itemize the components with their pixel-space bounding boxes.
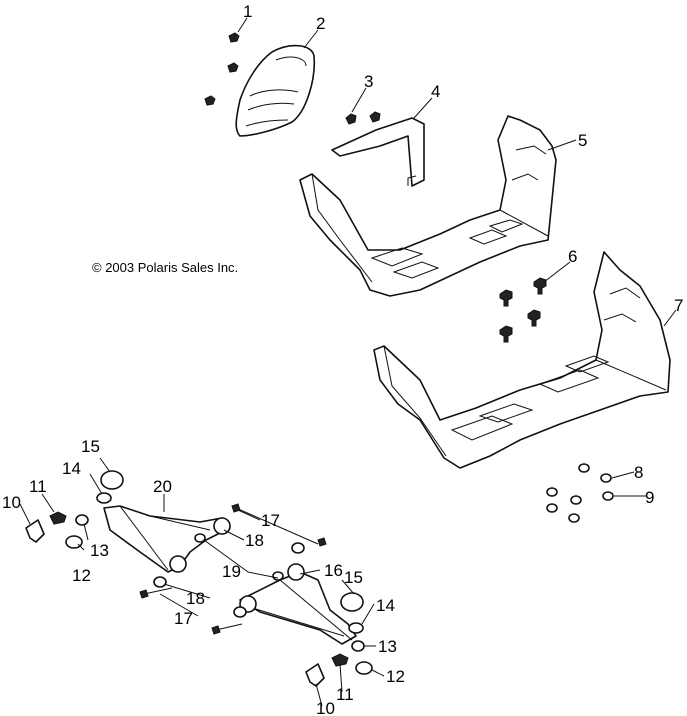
part-bracket-4 — [331, 117, 425, 187]
part-bolt-6 — [499, 277, 547, 343]
part-side-cover-2 — [235, 44, 316, 137]
part-footwell-5 — [299, 115, 557, 297]
callout-11-right: 11 — [336, 685, 354, 704]
copyright-text: © 2003 Polaris Sales Inc. — [92, 260, 238, 275]
part-screw-1 — [204, 32, 240, 106]
part-washer-13 — [75, 514, 365, 652]
part-bolt-3 — [345, 111, 381, 125]
callout-2: 2 — [316, 14, 325, 33]
callout-5: 5 — [578, 131, 587, 150]
part-nut-11 — [49, 511, 349, 667]
callout-17-left: 17 — [174, 609, 193, 628]
callout-3: 3 — [364, 72, 373, 91]
callout-1: 1 — [243, 2, 252, 21]
part-ring-12 — [65, 535, 373, 675]
callout-17-right: 17 — [261, 511, 280, 530]
part-a-arm-20 — [103, 505, 231, 573]
callout-11-left: 11 — [29, 477, 47, 496]
callout-13-left: 13 — [90, 541, 109, 560]
part-bushing-19 — [194, 533, 284, 581]
callout-12-left: 12 — [72, 566, 91, 585]
callout-8: 8 — [634, 463, 643, 482]
callout-15-left: 15 — [81, 437, 100, 456]
callout-12-right: 12 — [386, 667, 405, 686]
callout-20: 20 — [153, 477, 172, 496]
callout-15-right: 15 — [344, 568, 363, 587]
callout-10-left: 10 — [2, 493, 21, 512]
part-bolt-17 — [139, 503, 327, 635]
callout-14-left: 14 — [62, 459, 81, 478]
callout-14-right: 14 — [376, 596, 395, 615]
callout-13-right: 13 — [378, 637, 397, 656]
part-footwell-7 — [373, 251, 671, 469]
part-ball-joint-15 — [100, 470, 364, 612]
callout-16: 16 — [324, 561, 343, 580]
part-a-arm-16 — [239, 563, 357, 645]
callout-6: 6 — [568, 247, 577, 266]
callout-18-right: 18 — [245, 531, 264, 550]
part-nut-8 — [546, 463, 612, 505]
callout-19: 19 — [222, 562, 241, 581]
part-grommet-9 — [546, 491, 614, 523]
part-bushing-14 — [96, 492, 364, 634]
callout-9: 9 — [645, 488, 654, 507]
callout-10-right: 10 — [316, 699, 335, 716]
part-cap-10 — [25, 519, 325, 687]
callout-18-left: 18 — [186, 589, 205, 608]
callout-4: 4 — [431, 82, 440, 101]
part-bushing-18 — [153, 542, 305, 618]
leader-lines — [19, 17, 677, 707]
callout-7: 7 — [674, 296, 683, 315]
